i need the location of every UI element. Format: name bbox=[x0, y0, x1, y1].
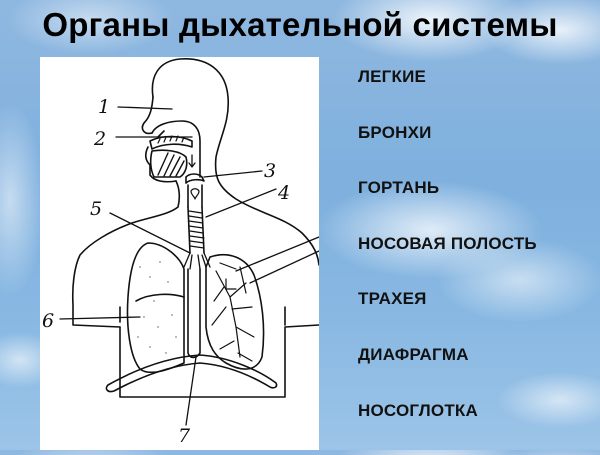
callout-7: 7 bbox=[178, 425, 191, 447]
slide-title: Органы дыхательной системы bbox=[42, 6, 558, 43]
respiratory-diagram: 1 2 3 4 5 6 7 bbox=[40, 57, 319, 450]
term-item: БРОНХИ bbox=[358, 122, 432, 142]
callout-1: 1 bbox=[98, 96, 110, 118]
term-item: ТРАХЕЯ bbox=[358, 289, 427, 309]
term-item: НОСОВАЯ ПОЛОСТЬ bbox=[358, 233, 537, 253]
terms-list: ЛЕГКИЕ БРОНХИ ГОРТАНЬ НОСОВАЯ ПОЛОСТЬ ТР… bbox=[358, 66, 537, 455]
callout-3: 3 bbox=[264, 160, 276, 182]
callout-5: 5 bbox=[90, 198, 102, 220]
respiratory-system-drawing: 1 2 3 4 5 6 7 bbox=[42, 58, 319, 447]
term-item: ЛЕГКИЕ bbox=[358, 67, 427, 86]
term-item: ДИАФРАГМА bbox=[358, 344, 469, 364]
term-item: НОСОГЛОТКА bbox=[358, 400, 478, 420]
term-item: ГОРТАНЬ bbox=[358, 178, 440, 198]
callout-6: 6 bbox=[42, 310, 54, 332]
callout-2: 2 bbox=[93, 128, 106, 150]
callout-4: 4 bbox=[277, 182, 290, 204]
